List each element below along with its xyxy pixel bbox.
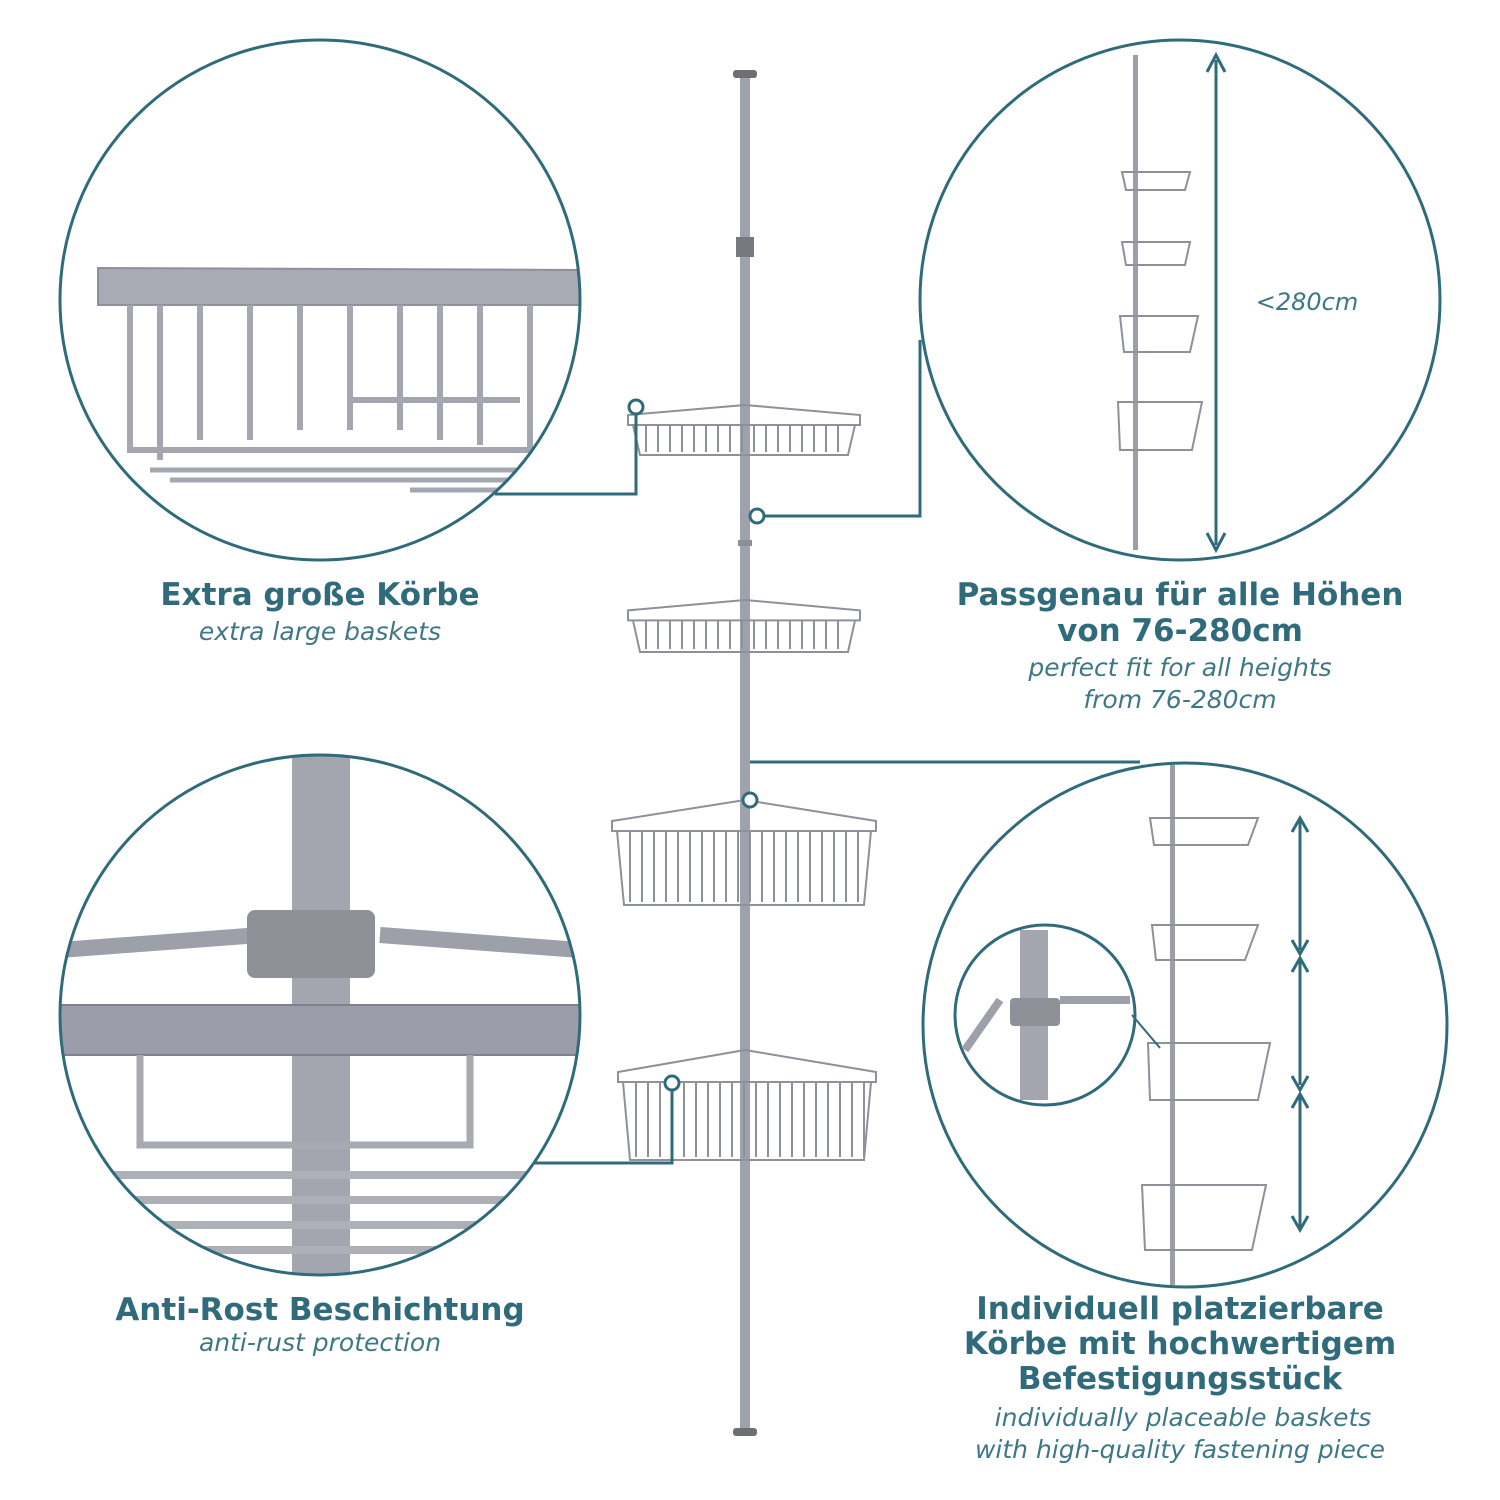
baskets [611,403,877,1161]
placement-diagram [953,765,1310,1285]
basket-wire [627,403,861,456]
detail-circle-2 [918,38,1442,562]
feature-4-title-line-1: Individuell platzierbare [976,1291,1384,1327]
basket-4 [617,1048,877,1161]
feature-1-subtitle: extra large baskets [198,617,442,646]
feature-2-subtitle-line-2: from 76-280cm [1083,685,1277,714]
shower-caddy-pole [733,70,757,1436]
feature-2-title-line-1: Passgenau für alle Höhen [956,577,1404,613]
feature-2-subtitle-line-1: perfect fit for all heights [1028,653,1332,682]
basket-wire [627,598,861,653]
detail-basket-closeup [97,266,580,493]
detail-circle-4 [921,761,1449,1289]
height-label: <280cm [1255,288,1359,316]
basket-1 [627,403,861,456]
basket-2 [627,598,861,653]
feature-4-subtitle-line-2: with high-quality fastening piece [974,1435,1386,1464]
detail-circle-1 [58,38,582,562]
height-diagram [1116,51,1227,554]
basket-wire [617,1048,877,1161]
detail-circle-3 [58,753,582,1277]
basket-3 [611,798,877,906]
feature-2-title-line-2: von 76-280cm [1057,613,1303,649]
feature-1-title: Extra große Körbe [160,577,480,613]
feature-4-title-line-2: Körbe mit hochwertigem [963,1326,1397,1362]
feature-4-title-line-3: Befestigungsstück [1017,1361,1343,1397]
basket-wire [611,798,877,906]
callout-lines [495,340,1140,1165]
feature-3-title: Anti-Rost Beschichtung [115,1292,525,1328]
feature-3-subtitle: anti-rust protection [198,1328,442,1357]
feature-4-subtitle-line-1: individually placeable baskets [994,1403,1372,1432]
